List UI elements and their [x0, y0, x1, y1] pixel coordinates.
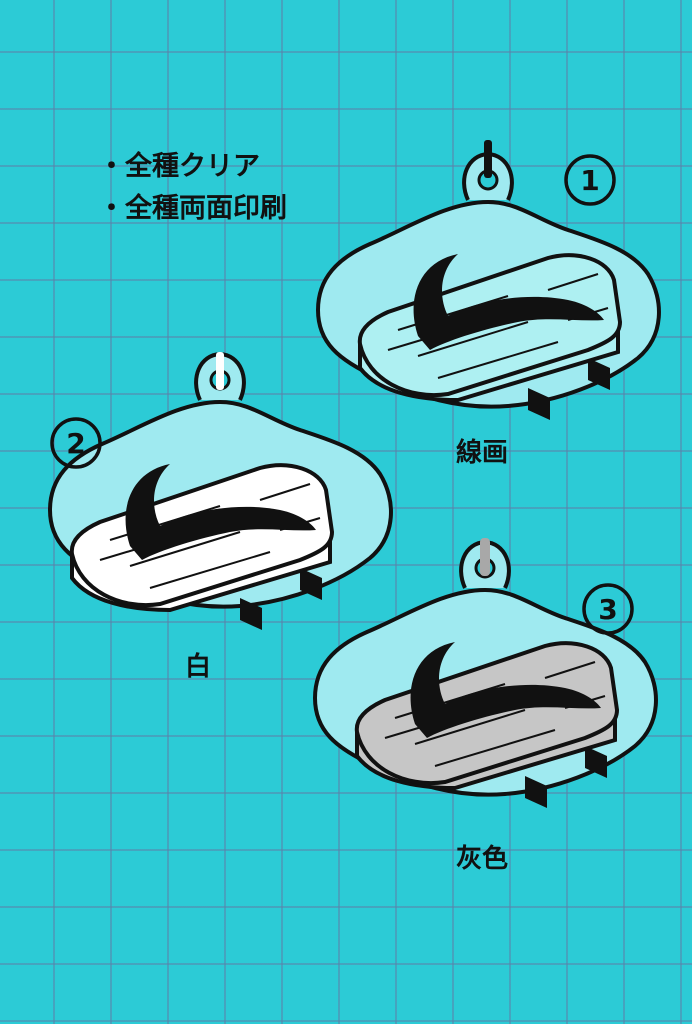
- label-white: 白: [185, 652, 212, 682]
- number-3-circle: [582, 583, 634, 635]
- charm-gray: [313, 538, 658, 810]
- number-1-circle: [564, 154, 616, 206]
- label-line-art: 線画: [456, 438, 509, 468]
- charm-white: [48, 352, 393, 632]
- notes-list: ・全種クリア ・全種両面印刷: [98, 146, 287, 230]
- label-gray: 灰色: [456, 844, 509, 874]
- number-1: 1: [580, 164, 599, 197]
- note-clear: ・全種クリア: [98, 151, 260, 182]
- charm-line-art: [316, 140, 661, 422]
- note-double-sided: ・全種両面印刷: [98, 193, 287, 224]
- number-3: 3: [598, 593, 617, 626]
- number-2: 2: [66, 427, 85, 460]
- number-2-circle: [50, 417, 102, 469]
